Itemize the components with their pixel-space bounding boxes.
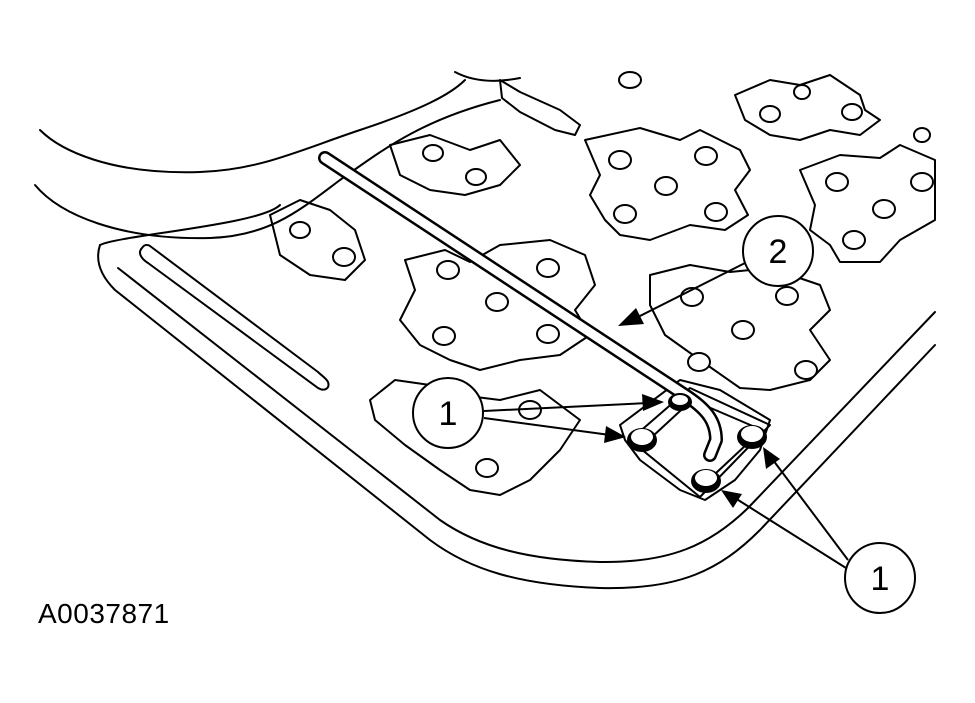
fastener-right [737,425,767,449]
fastener-bottom [691,469,721,493]
callout-2-label: 2 [769,233,788,271]
callout-1-left-label: 1 [439,395,458,433]
callout-2: 2 [742,215,814,287]
fasteners [627,393,767,493]
callout-1-right: 1 [844,542,916,614]
callout-1-left: 1 [412,377,484,449]
seat-cushion-outline [97,204,936,590]
side-slot [139,243,330,391]
plate-cutouts [269,74,936,501]
figure-id: A0037871 [38,598,170,629]
cushion-lip [34,71,521,240]
leader-lines [483,261,849,569]
callout-1-right-label: 1 [871,560,890,598]
fastener-rod-top [668,393,692,411]
fastener-left [627,428,657,452]
